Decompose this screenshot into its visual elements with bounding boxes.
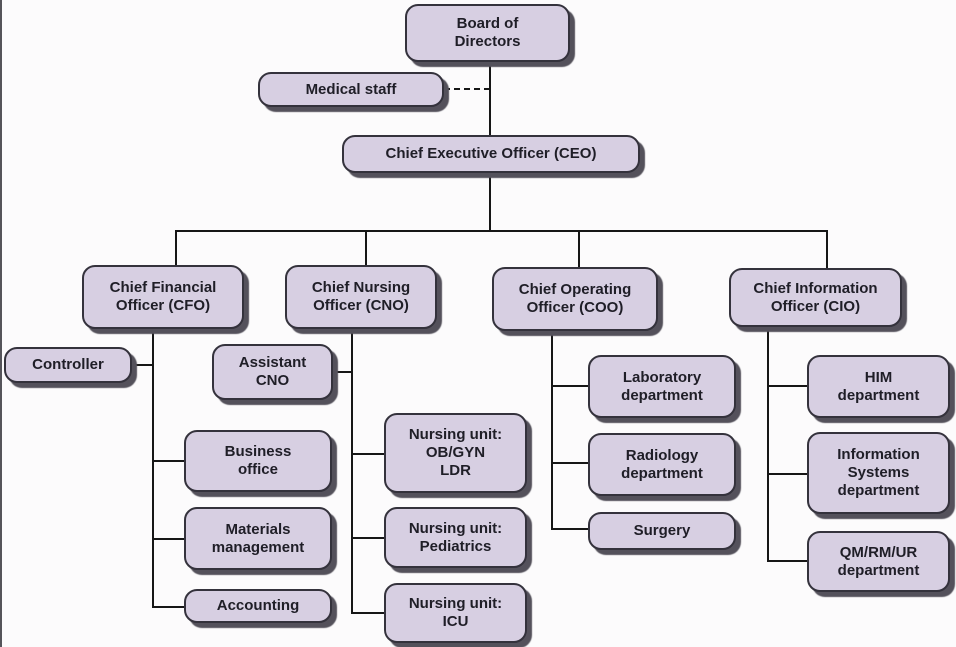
node-accounting: Accounting xyxy=(184,589,332,623)
node-nursing-unit-pediatrics: Nursing unit: Pediatrics xyxy=(384,507,527,568)
connector-medical-staff-dashed xyxy=(444,88,490,90)
node-information-systems-department-label: Information Systems department xyxy=(837,446,920,499)
connector-tick-laboratory xyxy=(551,385,589,387)
node-nursing-unit-icu: Nursing unit: ICU xyxy=(384,583,527,643)
connector-tick-qm-rm-ur xyxy=(767,560,808,562)
connector-tick-materials xyxy=(152,538,185,540)
node-cfo-label: Chief Financial Officer (CFO) xyxy=(109,279,217,314)
node-him-department: HIM department xyxy=(807,355,950,418)
node-radiology-department: Radiology department xyxy=(588,433,736,496)
node-cno: Chief Nursing Officer (CNO) xyxy=(285,265,437,329)
node-coo-label: Chief Operating Officer (COO) xyxy=(518,281,632,316)
node-medical-staff-label: Medical staff xyxy=(305,80,397,98)
node-controller: Controller xyxy=(4,347,132,383)
connector-tick-business-office xyxy=(152,460,185,462)
connector-drop-cio xyxy=(826,230,828,270)
node-information-systems-department: Information Systems department xyxy=(807,432,950,514)
node-ceo: Chief Executive Officer (CEO) xyxy=(342,135,640,173)
node-nursing-unit-obgyn-ldr-label: Nursing unit: OB/GYN LDR xyxy=(408,426,503,479)
connector-bus xyxy=(175,230,828,232)
node-materials-management-label: Materials management xyxy=(211,520,305,556)
connector-tick-nursing-pediatrics xyxy=(351,537,385,539)
node-nursing-unit-icu-label: Nursing unit: ICU xyxy=(408,595,503,630)
node-business-office: Business office xyxy=(184,430,332,492)
connector-tick-controller xyxy=(130,364,154,366)
node-radiology-department-label: Radiology department xyxy=(621,446,703,482)
node-him-department-label: HIM department xyxy=(837,368,920,404)
node-assistant-cno: Assistant CNO xyxy=(212,344,333,400)
page-left-border xyxy=(0,0,2,647)
node-accounting-label: Accounting xyxy=(216,597,300,615)
connector-tick-radiology xyxy=(551,462,589,464)
node-assistant-cno-label: Assistant CNO xyxy=(238,354,307,389)
node-laboratory-department-label: Laboratory department xyxy=(621,368,703,404)
node-cfo: Chief Financial Officer (CFO) xyxy=(82,265,244,329)
node-board-of-directors-label: Board of Directors xyxy=(454,15,521,50)
connector-cio-spine xyxy=(767,327,769,562)
node-ceo-label: Chief Executive Officer (CEO) xyxy=(385,145,597,163)
connector-ceo-trunk xyxy=(489,172,491,230)
connector-tick-surgery xyxy=(551,528,589,530)
connector-tick-accounting xyxy=(152,606,185,608)
connector-tick-nursing-obgyn xyxy=(351,453,385,455)
node-laboratory-department: Laboratory department xyxy=(588,355,736,418)
node-nursing-unit-obgyn-ldr: Nursing unit: OB/GYN LDR xyxy=(384,413,527,493)
connector-tick-nursing-icu xyxy=(351,612,385,614)
node-qm-rm-ur-department: QM/RM/UR department xyxy=(807,531,950,592)
node-coo: Chief Operating Officer (COO) xyxy=(492,267,658,331)
node-board-of-directors: Board of Directors xyxy=(405,4,570,62)
connector-cfo-spine xyxy=(152,329,154,608)
node-controller-label: Controller xyxy=(32,356,104,374)
node-business-office-label: Business office xyxy=(224,443,292,478)
node-qm-rm-ur-department-label: QM/RM/UR department xyxy=(837,543,920,579)
node-nursing-unit-pediatrics-label: Nursing unit: Pediatrics xyxy=(408,519,503,555)
connector-tick-information-systems xyxy=(767,473,808,475)
node-surgery-label: Surgery xyxy=(633,522,691,540)
connector-tick-him xyxy=(767,385,808,387)
connector-coo-spine xyxy=(551,331,553,530)
node-cio-label: Chief Information Officer (CIO) xyxy=(753,279,878,315)
node-medical-staff: Medical staff xyxy=(258,72,444,107)
connector-drop-cfo xyxy=(175,230,177,267)
connector-drop-coo xyxy=(578,230,580,269)
node-cio: Chief Information Officer (CIO) xyxy=(729,268,902,327)
connector-board-ceo xyxy=(489,62,491,135)
connector-drop-cno xyxy=(365,230,367,267)
node-cno-label: Chief Nursing Officer (CNO) xyxy=(311,279,411,314)
connector-tick-assistant-cno xyxy=(331,371,353,373)
connector-cno-spine xyxy=(351,329,353,614)
node-materials-management: Materials management xyxy=(184,507,332,570)
node-surgery: Surgery xyxy=(588,512,736,550)
